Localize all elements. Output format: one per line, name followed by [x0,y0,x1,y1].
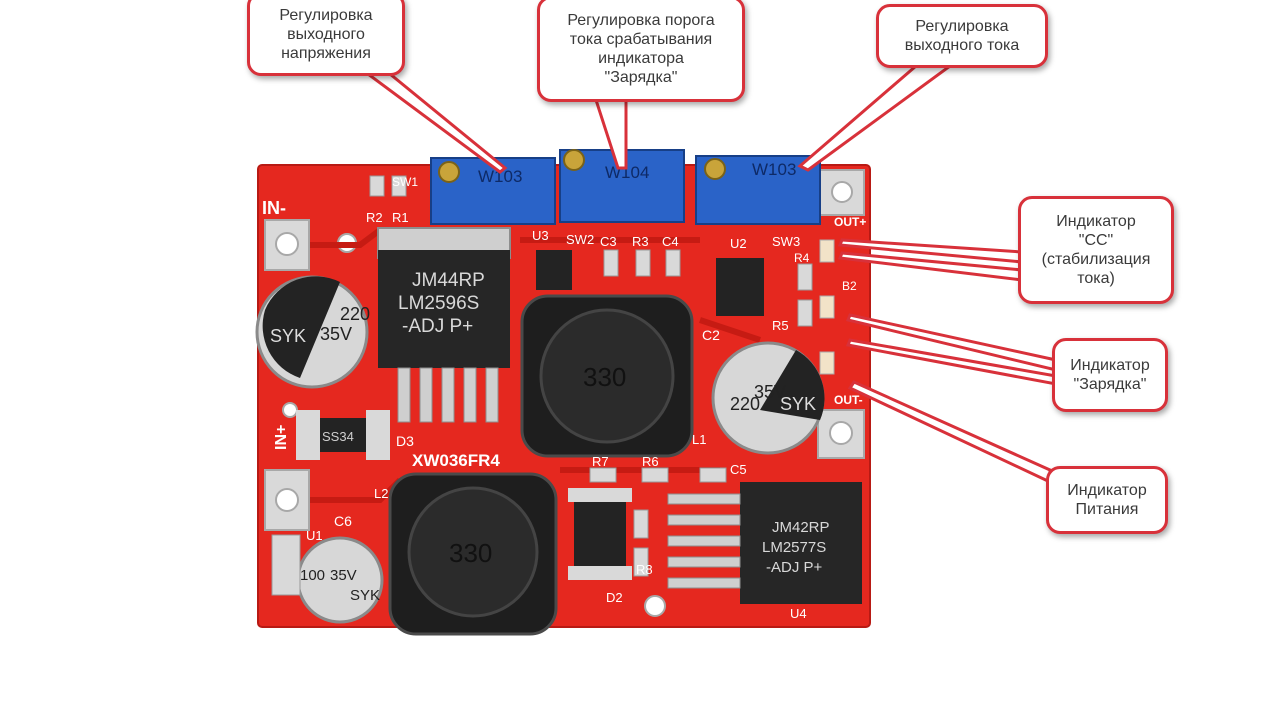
mounting-holes [264,169,865,617]
diode-label: SS34 [322,429,354,444]
ref-r1: R1 [392,210,409,225]
cap-left-line1: 220 [340,304,370,324]
pot-right-label: W103 [752,160,796,179]
inductor-bottom-label: 330 [449,538,492,568]
callout-charge-threshold: Регулировка порога тока срабатывания инд… [537,0,745,102]
callout-cc-indicator-text: Индикатор "CC" (стабилизация тока) [1041,213,1151,287]
chip-bottom-line3: -ADJ P+ [766,559,823,576]
ref-r2: R2 [366,210,383,225]
cap-left-line2: 35V [320,324,352,344]
board-model: XW036FR4 [412,451,500,470]
chip-top-line2: LM2596S [398,293,479,314]
ref-d3: D3 [396,433,414,449]
smd-components: SS34 [271,175,835,596]
ref-l2: L2 [374,486,388,501]
ref-u4: U4 [790,606,807,621]
ref-c2: C2 [702,327,720,343]
ref-c6: C6 [334,513,352,529]
ref-c5: C5 [730,462,747,477]
ref-d2: D2 [606,590,623,605]
potentiometer-left: W103 [430,157,556,225]
callout-voltage-adjust: Регулировка выходного напряжения [247,0,405,76]
inductor-top: 330 [520,294,694,458]
capacitor-left: 220 35V SYK [255,275,370,389]
callout-charge-threshold-text: Регулировка порога тока срабатывания инд… [567,12,715,86]
ref-b2: B2 [842,279,857,293]
pot-middle-label: W104 [605,163,649,182]
ref-u1: U1 [306,528,323,543]
ref-sw1: SW1 [392,175,418,189]
ref-c3: C3 [600,234,617,249]
label-out-plus: OUT+ [834,215,866,229]
cap-left-line3: SYK [270,326,306,346]
callout-pointers [363,64,1058,485]
cap-right-line1: 220 [730,394,760,414]
cap-small-line2: 35V [330,567,357,584]
ref-u2: U2 [730,236,747,251]
callout-current-adjust: Регулировка выходного тока [876,4,1048,68]
cap-small-line3: SYK [350,587,380,604]
ref-r6: R6 [642,454,659,469]
chip-top-line1: JM44RP [412,270,485,291]
ref-sw3: SW3 [772,234,800,249]
callout-power-indicator-text: Индикатор Питания [1067,482,1147,518]
ref-r3: R3 [632,234,649,249]
capacitor-small: 100 35V SYK [296,536,384,624]
potentiometer-right: W103 [695,155,821,225]
cap-small-line1: 100 [300,567,325,584]
ref-u3: U3 [532,228,549,243]
chip-lm2596s: JM44RP LM2596S -ADJ P+ [377,227,511,423]
chip-lm2577s: JM42RP LM2577S -ADJ P+ [667,482,862,604]
inductor-bottom: 330 [388,472,558,636]
ref-r8: R8 [636,562,653,577]
ref-r5: R5 [772,318,789,333]
inductor-top-label: 330 [583,362,626,392]
ref-r7: R7 [592,454,609,469]
ref-r4: R4 [794,251,810,265]
chip-bottom-line2: LM2577S [762,539,826,556]
chip-top-line3: -ADJ P+ [402,316,473,337]
callout-voltage-adjust-text: Регулировка выходного напряжения [279,6,373,62]
pot-left-label: W103 [478,167,522,186]
chip-bottom-line1: JM42RP [772,519,830,536]
label-in-plus: IN+ [273,425,290,450]
label-in-minus: IN- [262,198,286,218]
ref-l1: L1 [692,432,706,447]
ref-sw2: SW2 [566,232,594,247]
callout-power-indicator: Индикатор Питания [1046,466,1168,534]
ref-c4: C4 [662,234,679,249]
board-silkscreen: IN- IN+ OUT- OUT+ XW036FR4 SW1 R2 R1 U3 … [262,175,866,621]
capacitor-right: 220 35V SYK [711,341,825,455]
callout-charge-indicator: Индикатор "Зарядка" [1052,338,1168,412]
callout-current-adjust-text: Регулировка выходного тока [904,18,1020,54]
callout-charge-indicator-text: Индикатор "Зарядка" [1070,357,1150,393]
label-out-minus: OUT- [834,393,863,407]
cap-right-line2: 35V [754,382,786,402]
cap-right-line3: SYK [780,394,816,414]
callout-cc-indicator: Индикатор "CC" (стабилизация тока) [1018,196,1174,304]
